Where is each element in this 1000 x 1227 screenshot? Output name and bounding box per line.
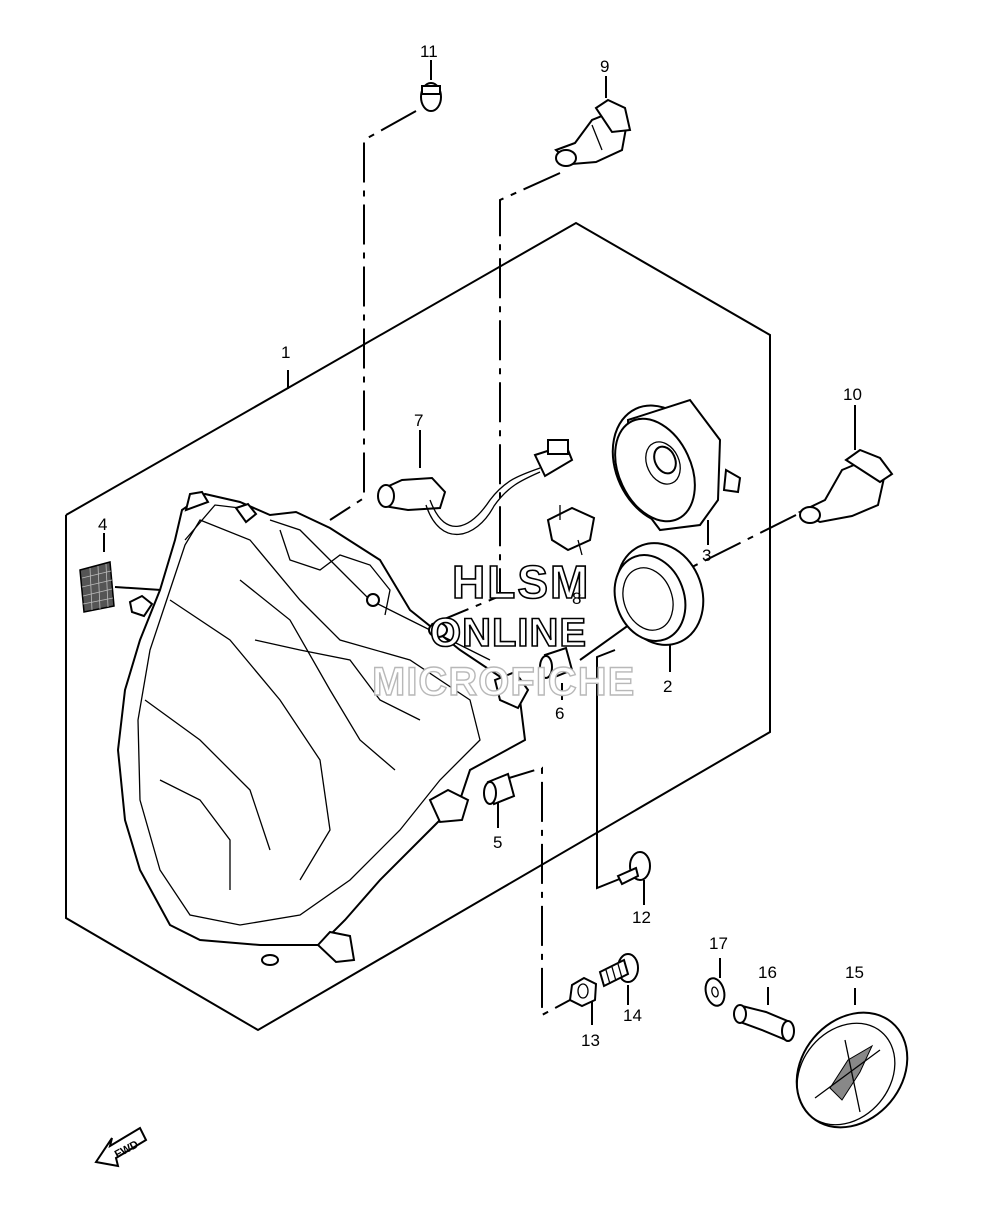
callout-2: 2 — [663, 677, 672, 696]
screw-14 — [598, 953, 639, 988]
callout-12: 12 — [632, 908, 651, 927]
lens-cap-15 — [795, 1011, 909, 1129]
callout-1: 1 — [281, 343, 290, 362]
watermark-line-2: ONLINE — [430, 611, 587, 655]
callout-13: 13 — [581, 1031, 600, 1050]
bulb-socket-7 — [377, 439, 574, 536]
callout-14: 14 — [623, 1006, 642, 1025]
callout-6: 6 — [555, 704, 564, 723]
headlight-bulb-10 — [797, 448, 894, 524]
callout-8: 8 — [572, 589, 581, 608]
leader-lines — [103, 60, 856, 1025]
spacer-16 — [733, 1004, 795, 1042]
watermark-line-1: HLSM — [452, 556, 590, 608]
callout-15: 15 — [845, 963, 864, 982]
rear-cover-3 — [611, 398, 742, 532]
grommet-6 — [539, 646, 574, 680]
assembly-frame — [65, 221, 771, 1032]
callout-3: 3 — [702, 546, 711, 565]
callout-11: 11 — [420, 42, 438, 61]
fwd-arrow: FWD — [94, 1126, 148, 1168]
grommet-5 — [483, 772, 516, 806]
rubber-seal-2 — [613, 542, 705, 646]
callout-16: 16 — [758, 963, 777, 982]
callout-10: 10 — [843, 385, 862, 404]
washer-17 — [704, 977, 726, 1007]
wedge-bulb-11 — [420, 82, 442, 112]
bulb-socket-8 — [546, 505, 596, 556]
nut-13 — [568, 976, 598, 1008]
callout-4: 4 — [98, 515, 107, 534]
callout-7: 7 — [414, 411, 423, 430]
screw-12 — [616, 851, 651, 886]
reflector-patch — [79, 561, 115, 613]
watermark: HLSM ONLINE MICROFICHE — [371, 555, 635, 705]
headlight-bulb-9 — [554, 98, 632, 167]
callout-labels: 1 2 3 4 5 6 7 8 9 10 11 12 13 14 15 16 1… — [98, 42, 864, 1050]
headlamp-housing — [116, 490, 530, 966]
callout-5: 5 — [493, 833, 502, 852]
callout-9: 9 — [600, 57, 609, 76]
watermark-line-3: MICROFICHE — [372, 660, 635, 704]
callout-17: 17 — [709, 934, 728, 953]
